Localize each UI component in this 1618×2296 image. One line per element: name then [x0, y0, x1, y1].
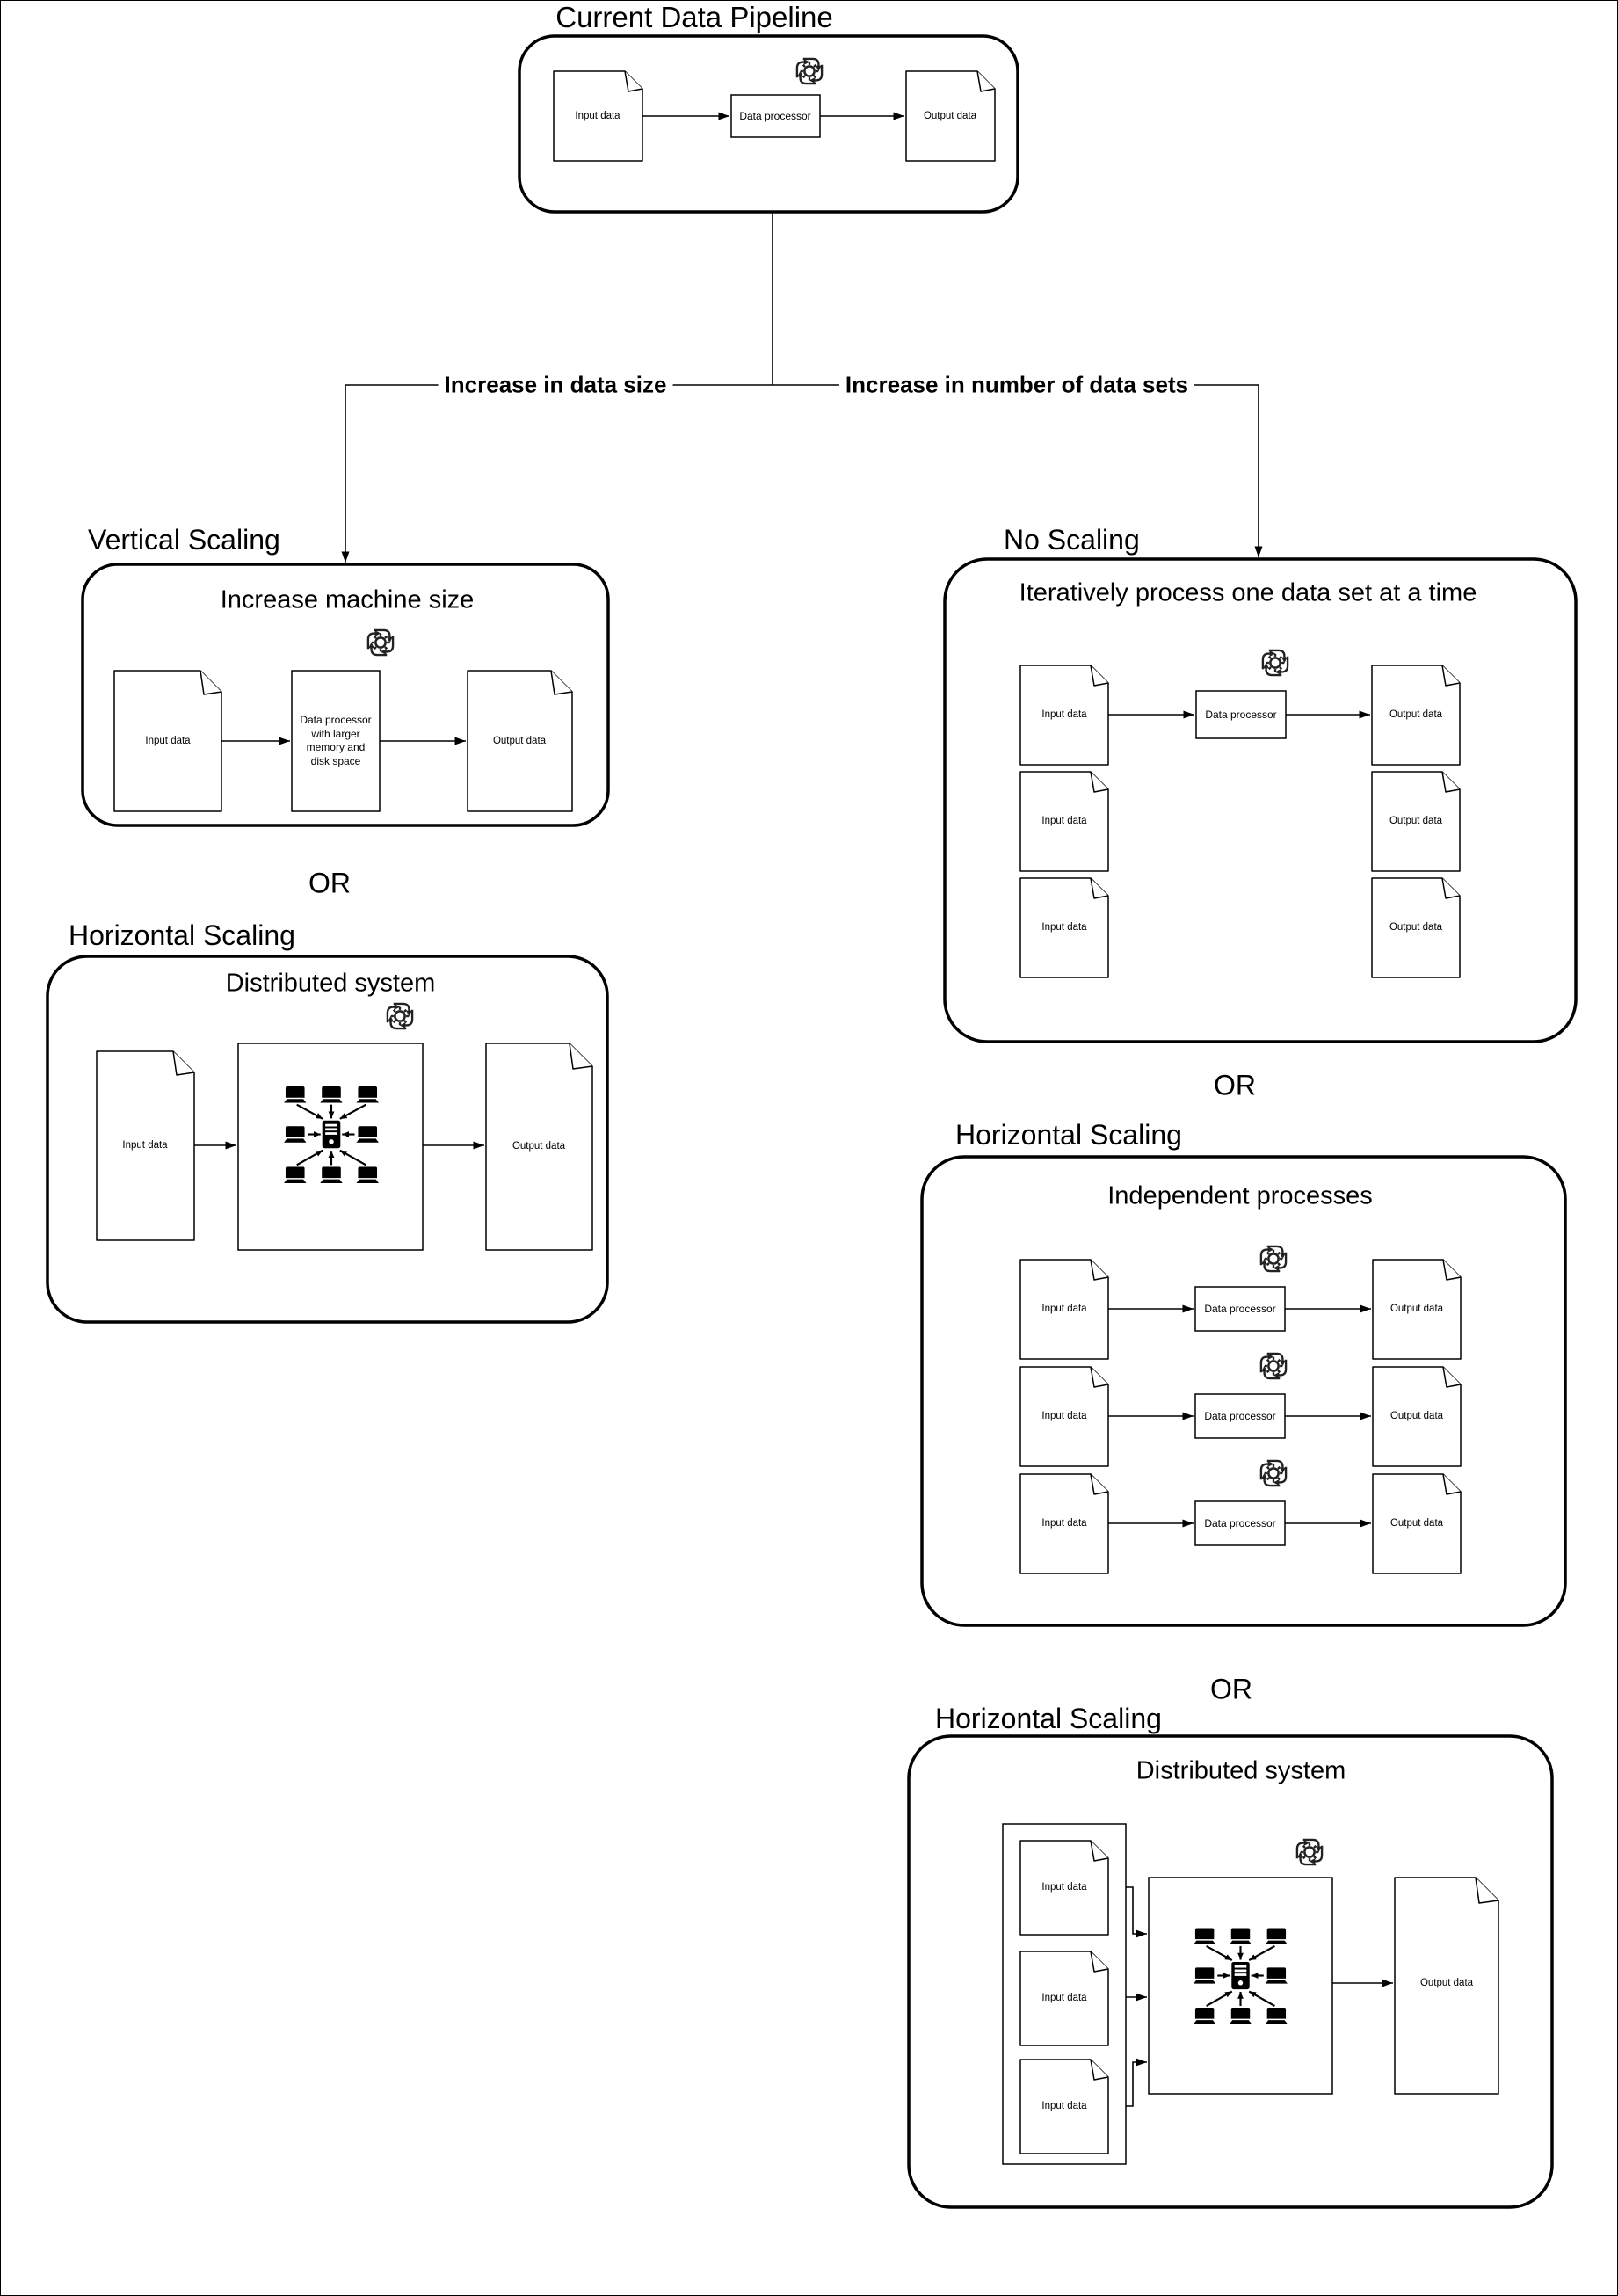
input-data-label: Input data [1041, 1411, 1087, 1421]
input-data-label: Input data [1041, 2101, 1087, 2111]
input-data-label: Input data [1041, 1882, 1087, 1893]
input-data-label: Input data [1041, 709, 1087, 720]
output-data-doc [1372, 1366, 1462, 1467]
independent-processes-box [920, 1155, 1567, 1627]
distributed-right-title: Distributed system [1136, 1756, 1346, 1785]
doc-fold [1441, 665, 1461, 687]
distributed-cluster-icon [284, 1086, 379, 1183]
data-processor-node [1195, 690, 1287, 739]
input-data-doc [1019, 1840, 1109, 1936]
doc-fold [550, 670, 573, 695]
output-data-label: Output data [1389, 922, 1443, 933]
data-processor-label: Data processor [739, 110, 811, 122]
distributed-right-label: Horizontal Scaling [935, 1703, 1162, 1734]
input-data-doc [1019, 665, 1109, 766]
no-scaling-label: No Scaling [1004, 524, 1140, 556]
doc-fold [624, 70, 643, 92]
horizontal-scaling-left-title: Distributed system [225, 969, 436, 998]
output-data-doc [1394, 1877, 1499, 2095]
input-data-doc [1019, 877, 1109, 978]
page-title: Current Data Pipeline [547, 1, 842, 34]
input-data-label: Input data [1041, 1993, 1087, 2003]
input-data-label: Input data [575, 111, 620, 121]
data-processor-large-node [291, 670, 381, 812]
data-processor-node [730, 94, 821, 138]
doc-fold [1090, 771, 1109, 793]
no-scaling-title: Iteratively process one data set at a ti… [1019, 578, 1477, 607]
vertical-scaling-title: Increase machine size [220, 585, 475, 614]
doc-fold [976, 70, 996, 92]
output-data-label: Output data [1389, 709, 1443, 720]
input-data-label: Input data [145, 736, 191, 746]
doc-fold [1090, 2059, 1109, 2081]
input-data-label: Input data [122, 1140, 168, 1151]
input-data-doc [1019, 771, 1109, 872]
data-processor-label: Data processor [1204, 1410, 1276, 1422]
doc-fold [1441, 771, 1461, 793]
output-data-doc [1371, 877, 1461, 978]
data-processor-label: Data processor [1204, 1517, 1276, 1529]
doc-fold [1442, 1473, 1462, 1495]
output-data-label: Output data [923, 111, 977, 121]
doc-fold [1090, 877, 1109, 899]
or-label: OR [1214, 1069, 1256, 1101]
independent-title: Independent processes [1107, 1181, 1373, 1210]
input-data-doc [1019, 1366, 1109, 1467]
input-data-label: Input data [1041, 1304, 1087, 1314]
doc-fold [1090, 1951, 1109, 1973]
doc-fold [1090, 1366, 1109, 1388]
output-data-doc [905, 70, 996, 162]
input-data-doc [1019, 1473, 1109, 1574]
doc-fold [1442, 1259, 1462, 1281]
branch-label-data-size: Increase in data size [438, 371, 673, 399]
output-data-doc [1371, 665, 1461, 766]
doc-fold [1442, 1366, 1462, 1388]
doc-fold [172, 1050, 195, 1076]
output-data-doc [1371, 771, 1461, 872]
data-processor-large-label: Data processor with larger memory and di… [300, 713, 372, 767]
or-label: OR [1210, 1673, 1252, 1705]
input-data-label: Input data [1041, 922, 1087, 933]
input-data-doc [553, 70, 643, 162]
doc-fold [1090, 1473, 1109, 1495]
doc-fold [1441, 877, 1461, 899]
doc-fold [1090, 665, 1109, 687]
doc-fold [200, 670, 222, 695]
input-data-doc [1019, 2059, 1109, 2154]
branch-label-data-sets: Increase in number of data sets [838, 371, 1195, 399]
data-processor-label: Data processor [1204, 1303, 1276, 1315]
doc-fold [1090, 1259, 1109, 1281]
doc-fold [1090, 1840, 1109, 1862]
data-processor-label: Data processor [1205, 708, 1277, 721]
input-data-doc [113, 670, 222, 812]
distributed-cluster-icon [1194, 1929, 1288, 2024]
input-data-doc [1019, 1951, 1109, 2046]
output-data-label: Output data [1389, 816, 1443, 826]
output-data-label: Output data [512, 1141, 566, 1152]
doc-fold [1475, 1877, 1499, 1904]
output-data-label: Output data [1419, 1978, 1474, 1988]
vertical-scaling-label: Vertical Scaling [88, 524, 280, 556]
output-data-label: Output data [1389, 1304, 1444, 1314]
input-data-label: Input data [1041, 816, 1087, 826]
horizontal-scaling-left-label: Horizontal Scaling [69, 919, 295, 951]
or-label: OR [308, 867, 351, 899]
data-processor-node [1194, 1393, 1286, 1439]
input-data-label: Input data [1041, 1518, 1087, 1529]
doc-fold [569, 1043, 593, 1070]
output-data-doc [1372, 1259, 1462, 1360]
input-data-doc [96, 1050, 195, 1241]
output-data-label: Output data [1389, 1518, 1444, 1529]
output-data-doc [1372, 1473, 1462, 1574]
output-data-label: Output data [1389, 1411, 1444, 1421]
output-data-doc [467, 670, 573, 812]
output-data-doc [485, 1043, 593, 1251]
data-processor-node [1194, 1500, 1286, 1546]
input-data-doc [1019, 1259, 1109, 1360]
output-data-label: Output data [492, 736, 547, 746]
independent-label: Horizontal Scaling [955, 1119, 1182, 1151]
data-processor-node [1194, 1286, 1286, 1332]
